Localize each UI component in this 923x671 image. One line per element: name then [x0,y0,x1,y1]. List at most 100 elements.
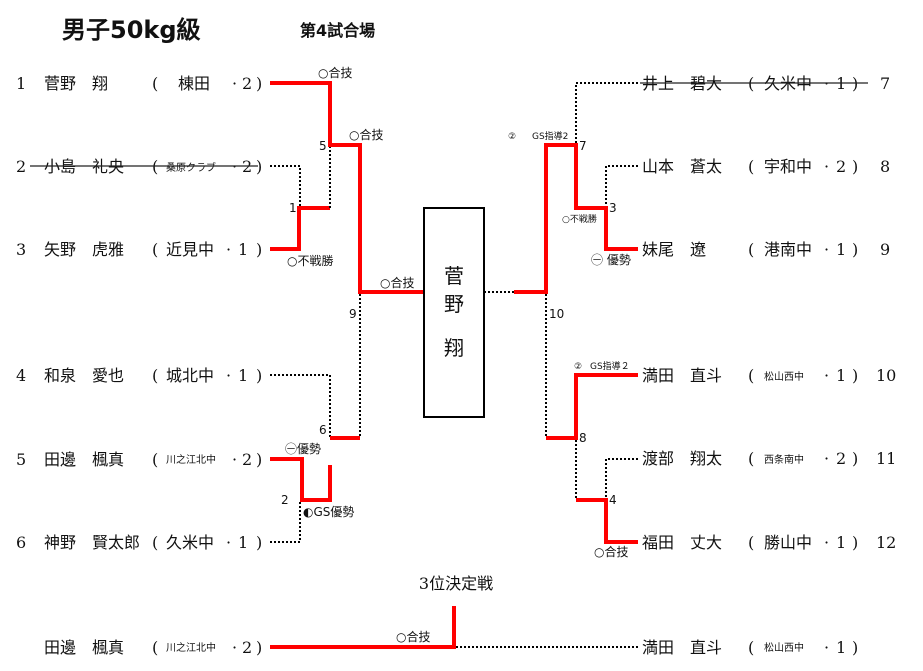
mat-label: 第4試合場 [300,21,376,40]
left-player-2[interactable]: 2 小島 礼央 ( 桑原クラブ · 2 ) [16,157,262,176]
paren-close: ) [852,240,858,259]
player-school: 西条南中 [764,453,804,466]
seed-number: 4 [16,366,26,385]
player-name: 妹尾 遼 [642,240,706,259]
champion-name-char-1: 菅 [444,264,464,288]
result-match-5: ○合技 [349,127,383,142]
paren-close: ) [256,157,262,176]
right-player-10[interactable]: 満田 直斗 ( 松山西中 · 1 ) 10 [642,366,896,385]
grade-sep: · [232,638,237,657]
player-grade: 2 [242,638,252,657]
third-place-left-player[interactable]: 田邊 楓真 ( 川之江北中 · 2 ) [44,638,262,657]
seed-number: 5 [16,450,26,469]
player-school: 久米中 [166,533,214,552]
paren-close: ) [256,366,262,385]
loser-line-player-8 [605,165,638,208]
seed-number: 7 [880,74,890,93]
shido-icon-match-8: ② [574,362,582,372]
player-name: 満田 直斗 [642,366,722,385]
right-player-7[interactable]: 井上 碧大 ( 久米中 · 1 ) 7 [640,74,890,93]
match-number-8: 8 [579,431,587,445]
third-place-winner-line [270,606,456,649]
third-place-right-player[interactable]: 満田 直斗 ( 松山西中 · 1 ) [642,638,858,657]
result-match-1: ○不戦勝 [287,253,333,268]
grade-sep: · [226,366,231,385]
match-number-4: 4 [609,493,617,507]
paren-close: ) [256,638,262,657]
paren-open: ( [748,449,754,468]
player-school: 勝山中 [764,533,812,552]
grade-sep: · [824,638,829,657]
player-school: 松山西中 [764,370,804,383]
player-school: 松山西中 [764,641,804,654]
player-name: 和泉 愛也 [44,366,124,385]
loser-line-player-2 [270,165,301,208]
player-school: 川之江北中 [166,641,216,654]
winner-line-match-8 [546,373,638,440]
grade-sep: · [824,366,829,385]
player-grade: 2 [242,450,252,469]
paren-open: ( [748,157,754,176]
right-player-11[interactable]: 渡部 翔太 ( 西条南中 · 2 ) 11 [642,449,896,468]
match-number-6: 6 [319,423,327,437]
loser-line-player-7 [575,82,638,145]
player-grade: 2 [242,74,252,93]
right-player-12[interactable]: 福田 丈大 ( 勝山中 · 1 ) 12 [642,533,896,552]
paren-open: ( [748,366,754,385]
right-player-8[interactable]: 山本 蒼太 ( 宇和中 · 2 ) 8 [642,157,890,176]
player-grade: 2 [836,449,846,468]
seed-number: 8 [880,157,890,176]
match-number-2: 2 [281,493,289,507]
grade-sep: · [226,533,231,552]
seed-number: 10 [876,366,896,385]
match-number-9: 9 [349,307,357,321]
paren-open: ( [748,533,754,552]
paren-open: ( [748,638,754,657]
player-grade: 1 [836,638,846,657]
right-player-9[interactable]: 妹尾 遼 ( 港南中 · 1 ) 9 [642,240,890,259]
player-grade: 1 [836,533,846,552]
paren-close: ) [852,638,858,657]
champion-name-char-2: 野 [444,292,464,316]
champion-name-char-3: 翔 [444,336,464,360]
loser-line-player-6 [270,502,301,543]
result-match-5-top: ○合技 [318,65,352,80]
paren-open: ( [152,533,158,552]
champion-box: 菅 野 翔 [423,207,485,418]
seed-number: 11 [876,449,896,468]
player-grade: 1 [238,240,248,259]
match-number-10: 10 [549,307,564,321]
result-match-4: ○合技 [594,544,628,559]
seed-number: 6 [16,533,26,552]
left-player-1[interactable]: 1 菅野 翔 ( 棟田 · 2 ) [16,74,262,93]
player-grade: 1 [836,366,846,385]
player-name: 渡部 翔太 [642,449,722,468]
match-number-1: 1 [289,201,297,215]
left-player-5[interactable]: 5 田邊 楓真 ( 川之江北中 · 2 ) [16,450,262,469]
third-place-result: ○合技 [396,629,430,644]
seed-number: 2 [16,157,26,176]
paren-close: ) [256,533,262,552]
left-player-6[interactable]: 6 神野 賢太郎 ( 久米中 · 1 ) [16,533,262,552]
result-match-3-bottom: ㊀ 優勢 [591,252,631,267]
player-name: 神野 賢太郎 [44,533,140,552]
paren-close: ) [852,533,858,552]
left-player-4[interactable]: 4 和泉 愛也 ( 城北中 · 1 ) [16,366,262,385]
paren-open: ( [152,74,158,93]
left-player-3[interactable]: 3 矢野 虎雅 ( 近見中 · 1 ) [16,240,262,259]
paren-close: ) [852,449,858,468]
winner-line-match-2 [270,457,332,502]
winner-line-match-1 [270,206,330,251]
grade-sep: · [232,74,237,93]
paren-close: ) [256,240,262,259]
result-match-6: ㊀優勢 [285,441,321,456]
player-name: 山本 蒼太 [642,157,722,176]
player-school: 棟田 [178,74,210,93]
player-school: 近見中 [166,240,214,259]
player-grade: 1 [238,533,248,552]
player-name: 菅野 翔 [44,74,108,93]
player-grade: 1 [238,366,248,385]
winner-path-player-1 [270,81,424,294]
match-number-7: 7 [579,139,587,153]
